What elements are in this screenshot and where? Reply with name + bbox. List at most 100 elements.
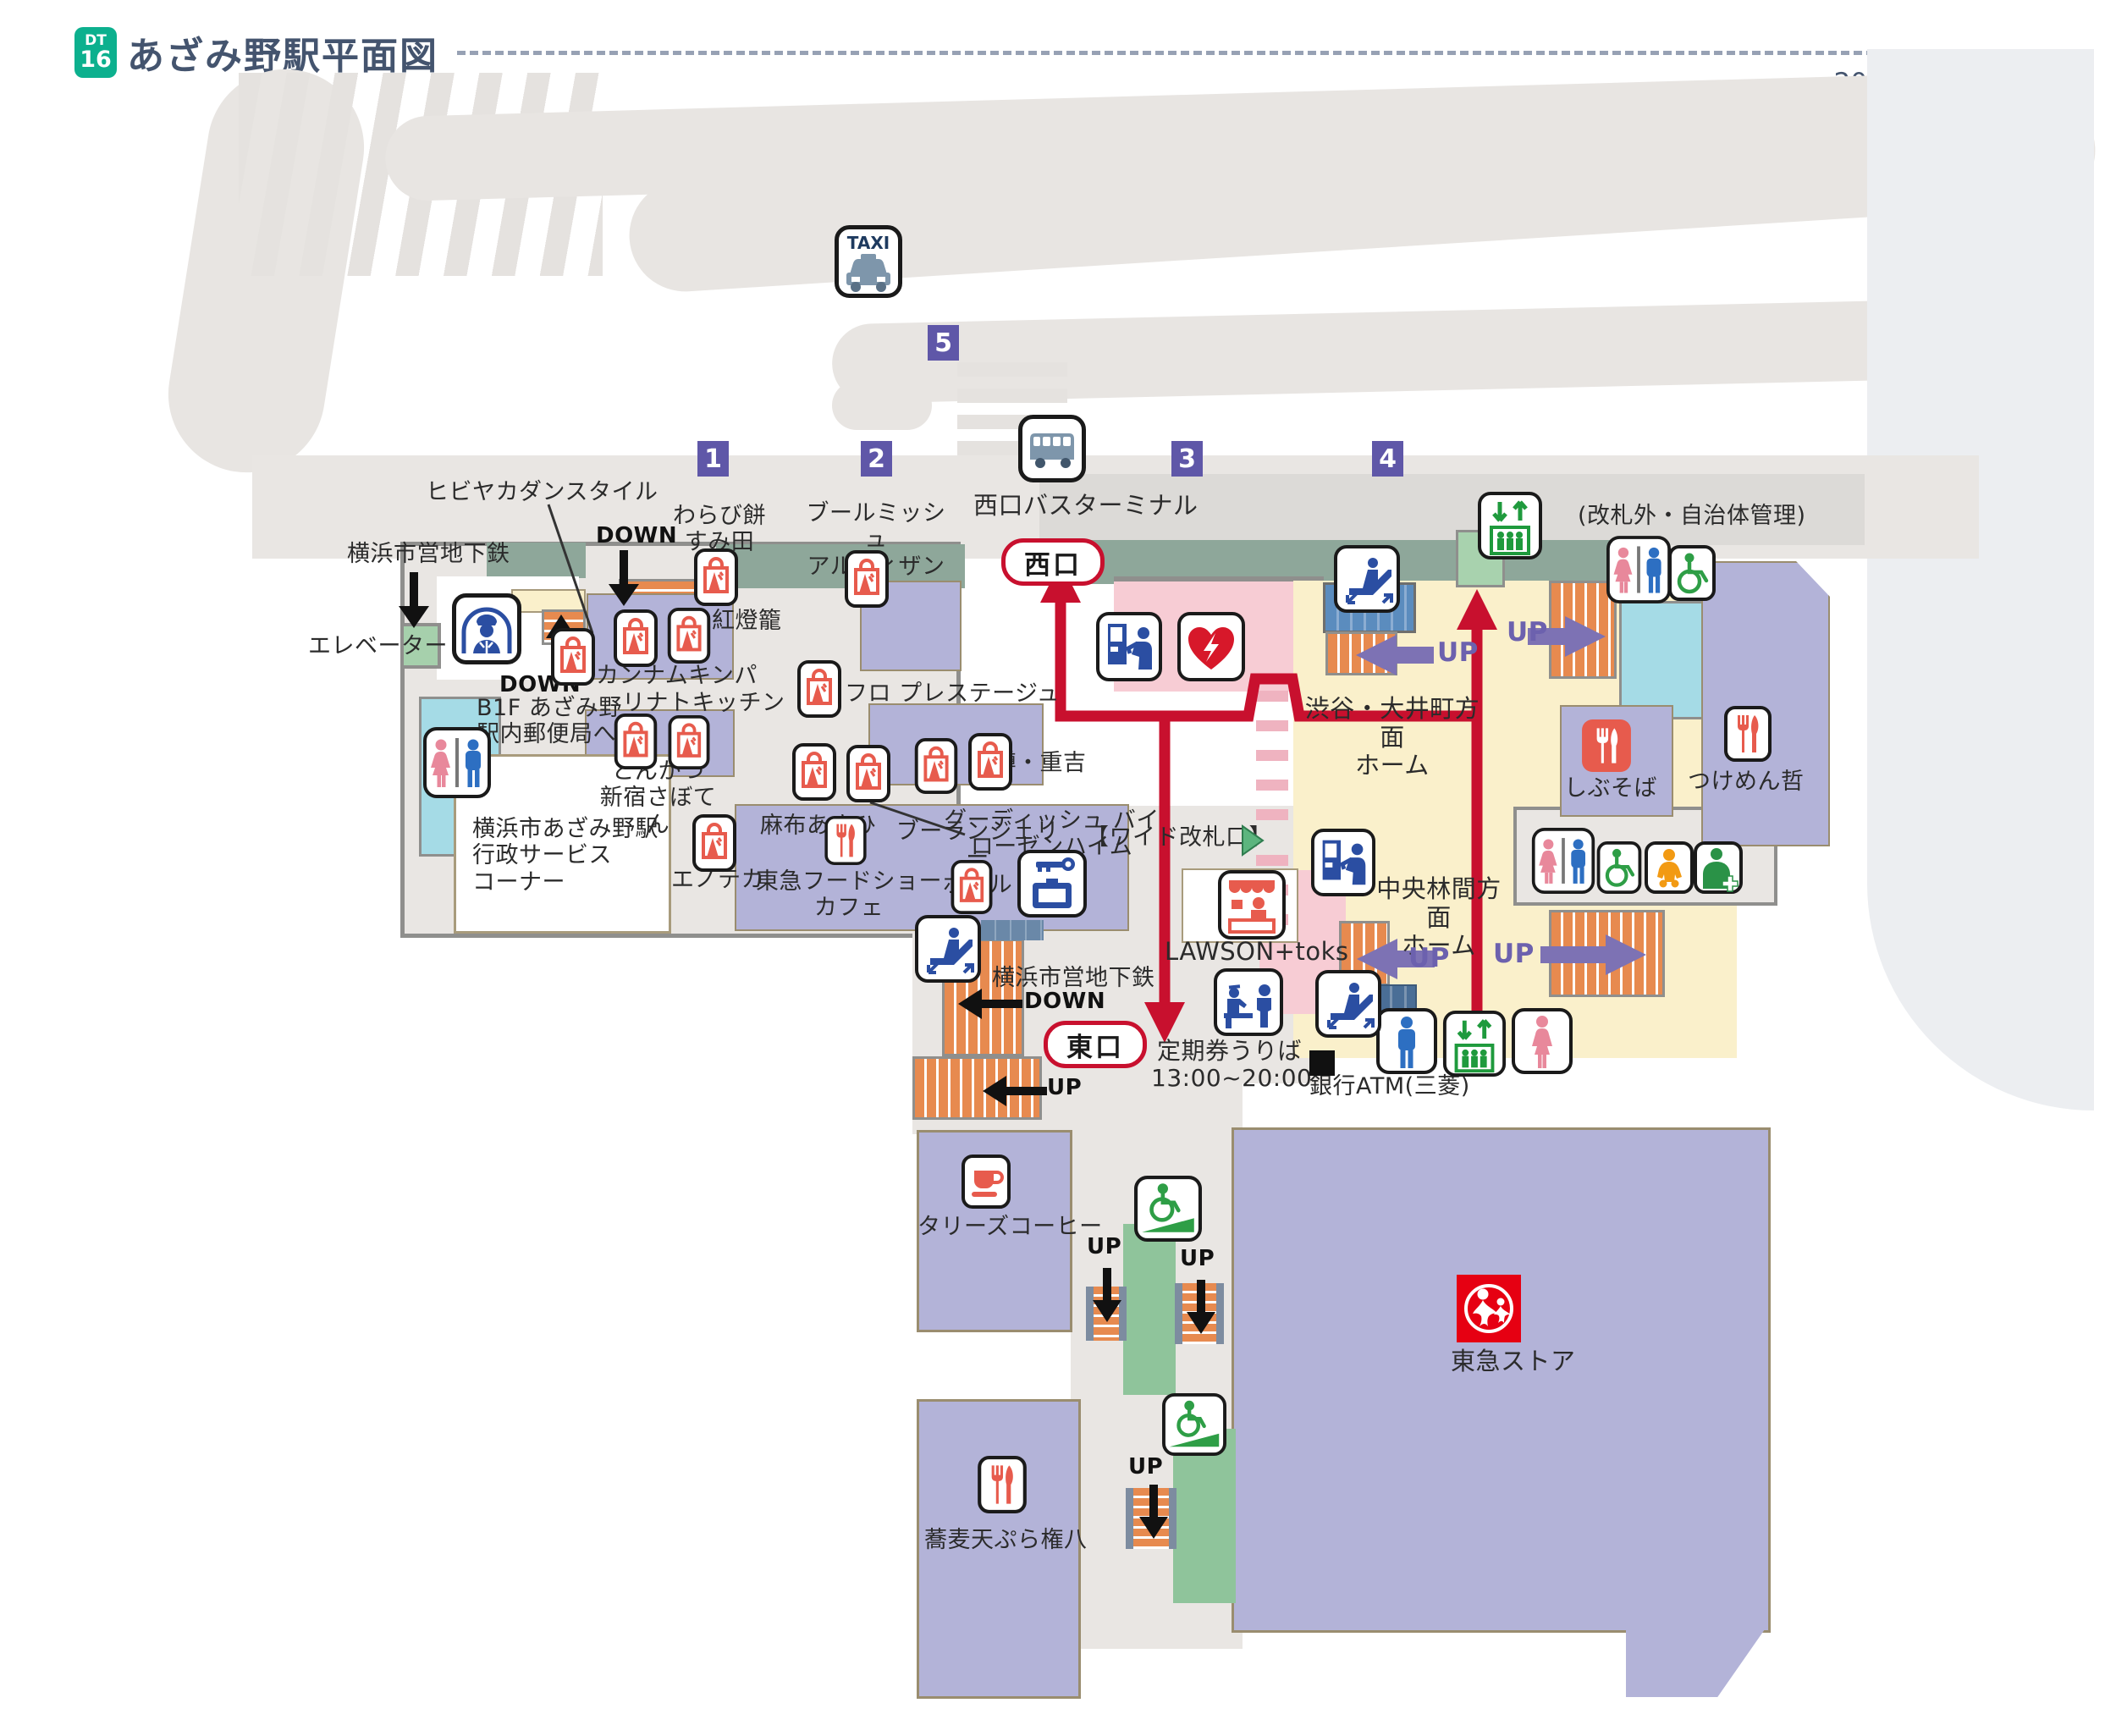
pass-office: 定期券うりば 13:00~20:00 — [1151, 1037, 1313, 1093]
shop-bag-icon — [692, 814, 736, 872]
bus-icon — [1018, 415, 1086, 482]
up-mid: UP — [1047, 1075, 1083, 1100]
area-marker-5: 5 — [928, 325, 959, 361]
baby-icon — [1645, 841, 1694, 894]
tsukemen-building — [1701, 561, 1830, 846]
kiosk-icon — [1218, 870, 1286, 940]
shop-tullys: タリーズコーヒー — [917, 1214, 1103, 1240]
aed-icon — [1177, 612, 1245, 681]
elevator-label: エレベーター — [308, 633, 448, 659]
restaurant-icon — [1723, 706, 1772, 762]
shop-bag-icon — [614, 714, 658, 769]
east-exit-pill: 東口 — [1044, 1021, 1147, 1068]
west-exit-pill: 西口 — [1001, 538, 1105, 586]
up-c2: UP — [1180, 1246, 1215, 1271]
toilet-icon — [1530, 828, 1596, 894]
shop-bag-icon — [968, 733, 1012, 791]
elevator-box-left — [400, 623, 441, 669]
wide-gate-triangle-icon — [1241, 824, 1265, 857]
shop-tsukemen: つけめん哲 — [1688, 769, 1805, 795]
toilet-room-top — [1619, 601, 1705, 719]
east-exit-lockers — [981, 920, 1044, 940]
wheelchair-ramp-icon — [1161, 1393, 1227, 1456]
road-big-corner — [1867, 49, 2094, 1110]
shop-bag-icon — [667, 608, 711, 664]
escalator-icon — [1315, 970, 1381, 1038]
header-divider — [457, 51, 2065, 55]
shop-bag-icon — [792, 743, 836, 801]
up-p4: UP — [1493, 939, 1535, 969]
wheelchair-ramp-icon — [1134, 1176, 1202, 1242]
shop-bag-icon — [950, 860, 994, 914]
locker-icon — [1017, 850, 1087, 918]
up-c3: UP — [1128, 1454, 1164, 1480]
down-mid: DOWN — [1024, 989, 1106, 1014]
wheelchair-icon — [1595, 841, 1644, 894]
shop-rinato: リナトキッチン — [622, 690, 785, 716]
line-code: DT — [85, 32, 107, 49]
coffee-icon — [962, 1155, 1011, 1209]
restaurant-red-icon — [1581, 719, 1632, 772]
shop-furo: フロ プレステージュ — [845, 681, 1061, 707]
station-number: 16 — [80, 47, 112, 73]
toilet-icon — [1606, 536, 1671, 603]
area-marker-1: 1 — [697, 441, 729, 477]
ramp-green — [1123, 1224, 1176, 1395]
counter-icon — [1214, 968, 1283, 1036]
shop-bag-icon — [845, 550, 889, 608]
shop-kannam: カンナムキンパ — [596, 663, 758, 689]
shop-hibiya: ヒビヤカダンスタイル — [426, 479, 658, 505]
toilet-men-icon — [1376, 1008, 1437, 1074]
shop-bag-icon — [797, 660, 841, 718]
area-marker-3: 3 — [1171, 441, 1203, 477]
down-1: DOWN — [596, 523, 678, 548]
restaurant-icon — [978, 1456, 1027, 1513]
elevator-icon — [1442, 1011, 1507, 1077]
up-c1: UP — [1087, 1234, 1122, 1259]
shop-bag-icon — [694, 548, 738, 606]
shop-bag-icon — [614, 609, 658, 667]
shop-bag-icon — [667, 715, 711, 769]
wide-gate: 【ワイド改札口】 — [1086, 824, 1272, 851]
toilet-women-icon — [1512, 1008, 1573, 1074]
subway-mid: 横浜市営地下鉄 — [992, 965, 1155, 991]
escalator-icon — [915, 915, 981, 983]
up-p3: UP — [1408, 943, 1450, 973]
shop-bag-icon — [914, 738, 958, 794]
west-bus-terminal: 西口バスターミナル — [973, 491, 1199, 520]
platform-shibuya: 渋谷・大井町方面 ホーム — [1304, 694, 1480, 780]
escalator-icon — [1334, 545, 1400, 613]
svg-text:TAXI: TAXI — [847, 233, 890, 253]
wheelchair-icon — [1668, 545, 1716, 601]
subway-top: 横浜市営地下鉄 — [347, 541, 510, 567]
shop-shibusoba: しぶそば — [1564, 775, 1657, 802]
ticket-machine-icon — [1096, 612, 1162, 681]
up-p2: UP — [1507, 617, 1548, 648]
bank-atm: 銀行ATM(三菱) — [1309, 1073, 1470, 1099]
shop-bag-icon — [551, 628, 595, 686]
road-stub — [832, 381, 932, 430]
shop-boulmich: ブールミッシュ アルティザン — [806, 500, 946, 580]
shop-gonpachi: 蕎麦天ぷら権八 — [924, 1527, 1088, 1553]
shop-koutouro: 紅燈籠 — [712, 608, 782, 634]
tokyu-store-building — [1232, 1127, 1771, 1633]
tokyu-store-logo-icon — [1457, 1275, 1521, 1342]
city-service: 横浜市あざみ野駅 行政サービス コーナー — [472, 816, 658, 896]
ticket-machine-icon — [1311, 826, 1375, 899]
elevator-icon — [1478, 492, 1542, 559]
ramp-green — [1173, 1429, 1236, 1603]
shop-bag-icon — [846, 745, 890, 802]
care-icon — [1694, 841, 1743, 894]
post-office: B1F あざみ野 駅内郵便局へ — [477, 695, 622, 748]
tullys-building — [917, 1130, 1072, 1332]
shop-tokyustore: 東急ストア — [1451, 1347, 1576, 1375]
shop-foodshow: 東急フードショー カフェ — [756, 868, 942, 922]
line-badge: DT 16 — [74, 27, 117, 78]
up-p1: UP — [1437, 637, 1479, 668]
toilet-icon — [422, 727, 492, 798]
shop-lawson: LAWSON+toks — [1165, 937, 1349, 966]
staff-icon — [452, 593, 521, 664]
sidewalk-top — [1039, 474, 1865, 545]
restaurant-icon — [822, 816, 869, 865]
